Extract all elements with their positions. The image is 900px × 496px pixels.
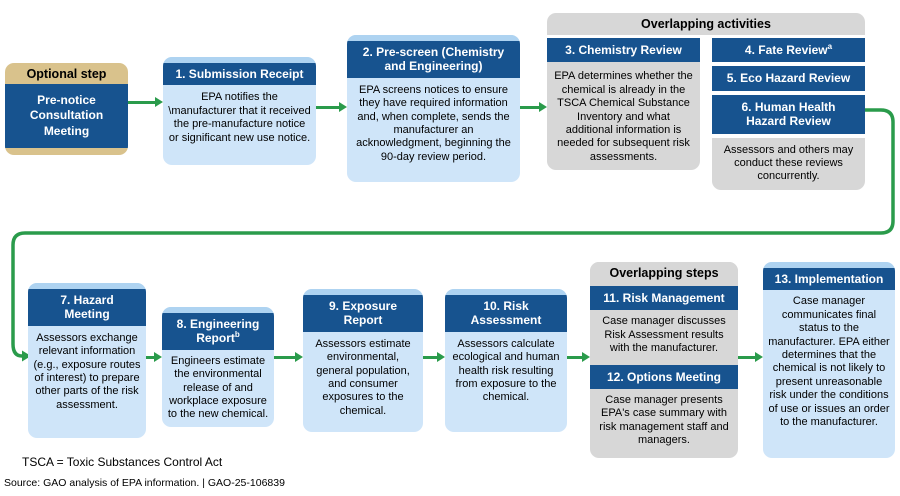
step-title: 1. Submission Receipt [163,63,316,86]
concurrent-reviews-note: Assessors and others may conduct these r… [712,137,865,190]
group-title: Overlapping steps [590,262,738,284]
flow-arrow-1-to-2 [316,102,347,113]
step-body: EPA screens notices to ensure they have … [356,83,511,163]
flow-arrow-2-to-3 [520,102,547,113]
box-top-cap [445,289,567,295]
step-body-12: Case manager presents EPA's case summary… [599,394,729,447]
box-top-cap [28,283,146,289]
step-title: 13. Implementation [763,268,895,291]
group-overlapping-steps: Overlapping steps 11. Risk Management Ca… [590,262,738,458]
abbreviation-note: TSCA = Toxic Substances Control Act [22,455,223,469]
step-title-12: 12. Options Meeting [590,364,738,389]
step-body: Assessors exchange relevant information … [33,331,141,411]
flow-arrow-optional-to-1 [128,97,163,108]
step-box-8-engineering-report: 8. Engineering Reportb Engineers estimat… [162,307,274,427]
step-title-5: 5. Eco Hazard Review [712,66,865,91]
flow-arrow-8-to-9 [274,352,303,363]
chemistry-review-column: 3. Chemistry Review EPA determines wheth… [547,38,700,190]
optional-step-box: Optional step Pre-notice Consultation Me… [5,63,128,155]
flow-arrow-7-to-8 [146,352,162,363]
step-title: 9. Exposure Report [303,295,423,332]
group-overlapping-activities: Overlapping activities 3. Chemistry Revi… [547,13,865,190]
step-body: Assessors calculate ecological and human… [452,337,560,404]
step-title-4: 4. Fate Reviewa [712,38,865,63]
step-title: 8. Engineering Reportb [162,313,274,350]
step-title: 7. Hazard Meeting [28,289,146,326]
step-title: 10. Risk Assessment [445,295,567,332]
step-box-10-risk-assessment: 10. Risk Assessment Assessors calculate … [445,289,567,432]
box-top-cap [347,35,520,41]
step-title-6: 6. Human Health Hazard Review [712,94,865,134]
step-title-3: 3. Chemistry Review [547,38,700,63]
group-title: Overlapping activities [547,13,865,35]
box-top-cap [303,289,423,295]
step-box-1-submission-receipt: 1. Submission Receipt EPA notifies the \… [163,57,316,165]
box-top-cap [162,307,274,313]
step-box-2-pre-screen: 2. Pre-screen (Chemistry and Engineering… [347,35,520,182]
flow-arrow-10-to-11 [567,352,590,363]
step-body: EPA notifies the \manufacturer that it r… [168,91,311,144]
step-box-13-implementation: 13. Implementation Case manager communic… [763,262,895,458]
box-top-cap [763,262,895,268]
optional-step-header: Optional step [26,67,107,81]
step-title: 2. Pre-screen (Chemistry and Engineering… [347,41,520,78]
step-body-3: EPA determines whether the chemical is a… [547,62,700,171]
box-top-cap [163,57,316,63]
optional-step-label: Pre-notice Consultation Meeting [5,84,128,148]
step-title-11: 11. Risk Management [590,286,738,311]
source-note: Source: GAO analysis of EPA information.… [4,477,285,489]
hazard-reviews-column: 4. Fate Reviewa 5. Eco Hazard Review 6. … [712,38,865,190]
flow-arrow-12-to-13 [738,352,763,363]
step-box-7-hazard-meeting: 7. Hazard Meeting Assessors exchange rel… [28,283,146,438]
step-body: Assessors estimate environmental, genera… [315,337,411,417]
flow-arrow-9-to-10 [423,352,445,363]
step-body: Case manager communicates final status t… [768,295,890,429]
step-body-11: Case manager discusses Risk Assessment r… [602,315,726,355]
step-body: Engineers estimate the environmental rel… [167,354,269,421]
step-box-9-exposure-report: 9. Exposure Report Assessors estimate en… [303,289,423,432]
